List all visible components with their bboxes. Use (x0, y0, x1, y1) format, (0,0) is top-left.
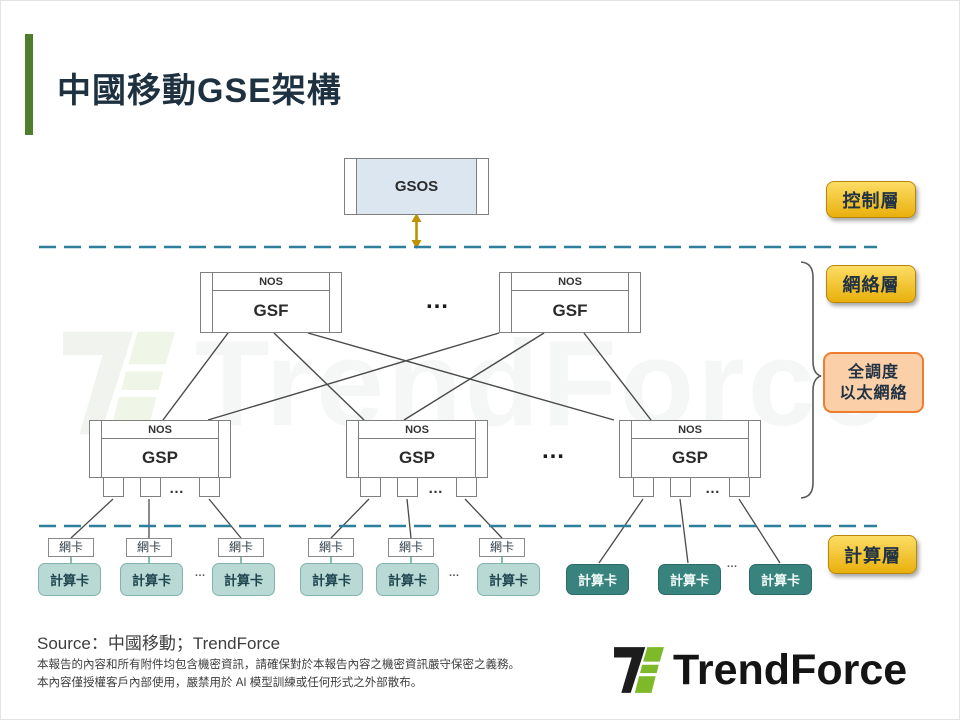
compute-card-3: 計算卡 (212, 563, 275, 596)
flange (748, 421, 760, 477)
gsp-label: GSP (399, 447, 435, 467)
gsf-node-1: NOS GSF (200, 272, 342, 333)
watermark-text: TrendForce (195, 315, 890, 451)
gsp-ellipsis: … (541, 437, 567, 464)
gsp-node-3: NOS GSP (619, 420, 761, 497)
nos-label: NOS (101, 423, 219, 439)
compute-card-dark-3: 計算卡 (749, 564, 812, 595)
source-text: Source：中國移動；TrendForce (37, 634, 281, 653)
port-ellipsis: … (705, 480, 721, 497)
gsp-port (633, 477, 654, 497)
nic-box-1: 網卡 (48, 538, 94, 557)
flange (90, 421, 102, 477)
gsp-port (360, 477, 381, 497)
trendforce-logo: TrendForce (613, 645, 907, 695)
gsp-port (103, 477, 124, 497)
flange (201, 273, 213, 332)
compute-card-5: 計算卡 (376, 563, 439, 596)
gsos-right-flange (476, 159, 488, 214)
card-ellipsis: … (194, 567, 206, 579)
card-ellipsis: … (448, 567, 460, 579)
trendforce-logo-icon (614, 647, 664, 693)
nic-box-3: 網卡 (218, 538, 264, 557)
ethernet-label-line2: 以太網絡 (839, 384, 908, 402)
disclaimer-line1: 本報告的內容和所有附件均包含機密資訊，請確保對於本報告內容之機密資訊嚴守保密之義… (37, 659, 520, 671)
compute-card-dark-1: 計算卡 (566, 564, 629, 595)
nos-label: NOS (511, 275, 629, 291)
gsos-control-arrow (411, 213, 422, 249)
port-ellipsis: … (428, 480, 444, 497)
layer-label-compute: 計算層 (828, 535, 917, 574)
layer-label-network: 網絡層 (826, 265, 916, 303)
gsf-label: GSF (253, 301, 289, 320)
title-accent-bar (25, 34, 33, 135)
nos-label: NOS (212, 275, 330, 291)
disclaimer-text: 本報告的內容和所有附件均包含機密資訊，請確保對於本報告內容之機密資訊嚴守保密之義… (37, 656, 520, 692)
gsp-label: GSP (672, 447, 708, 467)
gsp-node-1: NOS GSP (89, 420, 231, 497)
ethernet-label-line1: 全調度 (847, 363, 899, 381)
flange (347, 421, 359, 477)
port-ellipsis: … (169, 480, 185, 497)
gsos-node: GSOS (344, 158, 489, 215)
compute-card-dark-2: 計算卡 (658, 564, 721, 595)
flange (475, 421, 487, 477)
gsf-ellipsis: … (425, 287, 451, 314)
flange (500, 273, 512, 332)
gsf-gsp-mesh-lines (162, 332, 652, 421)
flange (620, 421, 632, 477)
gsos-label: GSOS (356, 159, 477, 214)
layer-label-control: 控制層 (826, 181, 916, 218)
compute-card-1: 計算卡 (38, 563, 101, 596)
gsp-port (140, 477, 161, 497)
nic-box-5: 網卡 (388, 538, 434, 557)
nos-label: NOS (631, 423, 749, 439)
nic-box-2: 網卡 (126, 538, 172, 557)
gsp-port (456, 477, 477, 497)
gsp-label: GSP (142, 447, 178, 467)
gsp-port (199, 477, 220, 497)
label-full-schedule-ethernet: 全調度 以太網絡 (823, 352, 924, 413)
flange (218, 421, 230, 477)
trendforce-logo-text: TrendForce (673, 645, 908, 694)
gsp-port (729, 477, 750, 497)
disclaimer-line2: 本內容僅授權客戶內部使用，嚴禁用於 AI 模型訓練或任何形式之外部散布。 (37, 677, 423, 689)
network-layer-brace (800, 261, 822, 499)
gsf-node-2: NOS GSF (499, 272, 641, 333)
card-ellipsis: … (726, 558, 738, 570)
nos-label: NOS (358, 423, 476, 439)
gsp-port (670, 477, 691, 497)
compute-card-4: 計算卡 (300, 563, 363, 596)
flange (329, 273, 341, 332)
nic-box-6: 網卡 (479, 538, 525, 557)
gsf-label: GSF (552, 301, 588, 320)
compute-card-2: 計算卡 (120, 563, 183, 596)
compute-card-6: 計算卡 (477, 563, 540, 596)
flange (628, 273, 640, 332)
gsp-port (397, 477, 418, 497)
page-title: 中國移動GSE架構 (57, 72, 342, 110)
nic-box-4: 網卡 (308, 538, 354, 557)
gsp-node-2: NOS GSP (346, 420, 488, 497)
gsos-left-flange (345, 159, 357, 214)
